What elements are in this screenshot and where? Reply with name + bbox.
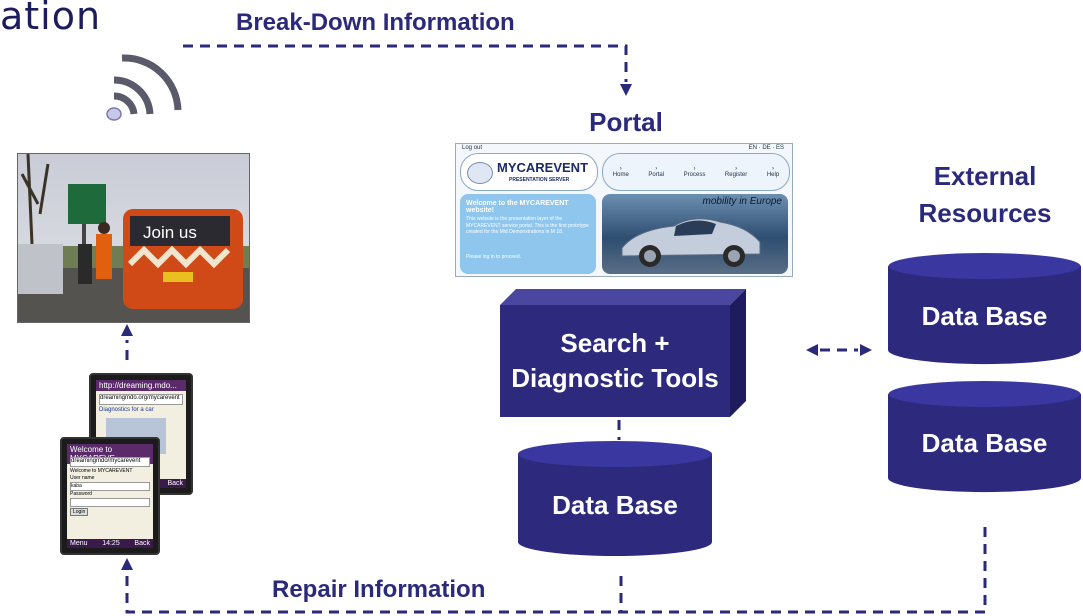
van-sign-text: Join us (143, 223, 197, 242)
pda-device-back: http://dreaming.mdo... dreamingmdo.org/m… (89, 373, 193, 495)
search-tools-line1: Search + (560, 328, 670, 358)
breakdown-photo: Join us (17, 153, 250, 323)
portal-logout-link[interactable]: Log out (462, 145, 483, 151)
portal-language-links[interactable]: EN · DE · ES (748, 145, 784, 151)
portal-welcome-body: This website is the presentation layer o… (466, 216, 589, 235)
pda-back-link[interactable]: Diagnostics for a car (99, 407, 154, 413)
portal-login-hint: Please log in to proceed. (466, 254, 522, 260)
portal-database-cylinder (518, 441, 712, 556)
external-resources-heading-line1: External (933, 161, 1037, 191)
portal-logo-name: MYCAREVENT (497, 160, 589, 175)
pda-front-menu-button[interactable]: Menu (70, 540, 88, 547)
portal-heading: Portal (589, 107, 663, 137)
pda-front-user-field[interactable]: kaba (70, 482, 150, 491)
pda-back-url: http://dreaming.mdo... (96, 380, 186, 391)
portal-nav-portal[interactable]: ›Portal (648, 166, 665, 178)
pda-front-welcome: Welcome to MYCAREVENT (70, 468, 133, 474)
portal-nav-help[interactable]: ›Help (766, 166, 780, 178)
pda-back-address-field[interactable]: dreamingmdo.org/mycarevent (99, 394, 183, 405)
pda-front-footer: Menu 14:25 Back (67, 539, 153, 548)
slide-title-fragment: ation (0, 0, 102, 38)
external-resources-heading-line2: Resources (918, 198, 1052, 228)
external-database-cylinder-2 (888, 381, 1081, 493)
car-logo-icon (467, 162, 493, 184)
pda-front-user-label: User name (70, 475, 95, 481)
portal-welcome-panel: Welcome to the MYCAREVENT website! This … (460, 194, 596, 274)
pda-device-front: Welcome to MYCAREVE... dreamingmdo/mycar… (60, 437, 160, 555)
car-image (621, 218, 761, 267)
search-diagnostic-box (500, 289, 746, 417)
portal-screenshot: Log out EN · DE · ES MYCAREVENT PRESENTA… (455, 143, 793, 277)
search-tools-line2: Diagnostic Tools (511, 363, 719, 393)
portal-nav-process[interactable]: ›Process (683, 166, 706, 178)
pda-front-address-field[interactable]: dreamingmdo/mycarevent (70, 457, 150, 467)
portal-nav: ›Home ›Portal ›Process ›Register ›Help (602, 153, 790, 191)
pda-front-pass-label: Password (70, 491, 92, 497)
external-database-label-1: Data Base (921, 301, 1048, 331)
breakdown-info-label: Break-Down Information (236, 9, 515, 36)
repair-info-label: Repair Information (272, 576, 486, 603)
pda-front-back-button[interactable]: Back (134, 540, 150, 547)
portal-welcome-title: Welcome to the MYCAREVENT website! (466, 200, 569, 214)
portal-database-label: Data Base (552, 490, 678, 520)
pda-front-login-button[interactable]: Login (70, 508, 89, 516)
external-database-cylinder-1 (888, 253, 1081, 365)
portal-tagline: mobility in Europe (702, 196, 782, 207)
pda-front-time: 14:25 (102, 540, 120, 547)
portal-logo: MYCAREVENT PRESENTATION SERVER (460, 153, 598, 191)
portal-nav-home[interactable]: ›Home (612, 166, 629, 178)
portal-car-banner: mobility in Europe (602, 194, 788, 274)
portal-logo-sub: PRESENTATION SERVER (509, 177, 570, 183)
pda-back-back-button[interactable]: Back (167, 480, 183, 487)
external-database-label-2: Data Base (921, 428, 1048, 458)
pda-front-pass-field[interactable] (70, 498, 150, 507)
wireless-signal-icon (106, 54, 182, 121)
portal-nav-register[interactable]: ›Register (724, 166, 748, 178)
